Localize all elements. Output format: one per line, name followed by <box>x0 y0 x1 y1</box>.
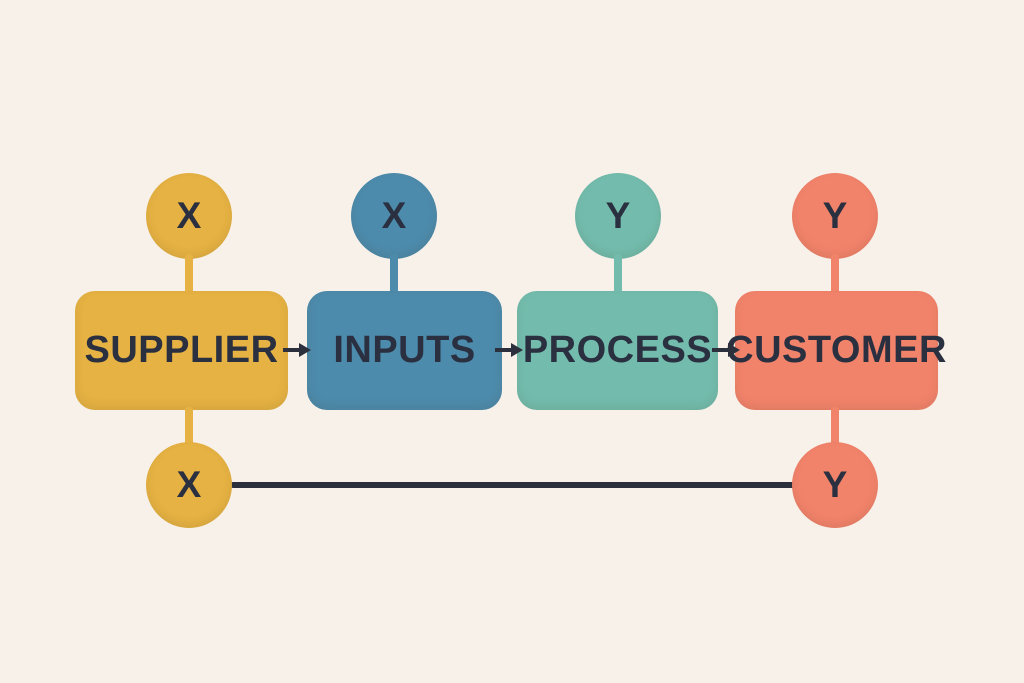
x-to-y-feedback-line <box>230 482 795 488</box>
process-box-label: PROCESS <box>522 329 713 371</box>
customer-top-connector-line <box>831 254 839 294</box>
arrow-inputs-to-process-icon <box>495 340 523 360</box>
arrow-supplier-to-inputs-icon <box>283 340 311 360</box>
customer-bottom-variable-circle: Y <box>792 442 878 528</box>
inputs-top-connector-line <box>390 254 398 294</box>
process-box: PROCESS <box>517 291 718 410</box>
process-top-variable-circle: Y <box>575 173 661 259</box>
supplier-top-connector-line <box>185 254 193 294</box>
customer-top-variable-circle: Y <box>792 173 878 259</box>
process-top-variable-label: Y <box>605 195 631 236</box>
arrow-process-to-customer-icon <box>712 340 740 360</box>
customer-bottom-connector-line <box>831 407 839 445</box>
supplier-box: SUPPLIER <box>75 291 288 410</box>
supplier-bottom-variable-circle: X <box>146 442 232 528</box>
supplier-bottom-connector-line <box>185 407 193 445</box>
inputs-top-variable-circle: X <box>351 173 437 259</box>
inputs-box-label: INPUTS <box>333 329 476 371</box>
customer-box: CUSTOMER <box>726 291 946 410</box>
supplier-bottom-variable-label: X <box>176 464 202 505</box>
inputs-top-variable-label: X <box>381 195 407 236</box>
customer-bottom-variable-label: Y <box>822 464 848 505</box>
inputs-box: INPUTS <box>307 291 502 410</box>
supplier-top-variable-label: X <box>176 195 202 236</box>
customer-top-variable-label: Y <box>822 195 848 236</box>
supplier-box-label: SUPPLIER <box>84 329 279 371</box>
supplier-top-variable-circle: X <box>146 173 232 259</box>
customer-box-label: CUSTOMER <box>726 329 947 371</box>
process-top-connector-line <box>614 254 622 294</box>
